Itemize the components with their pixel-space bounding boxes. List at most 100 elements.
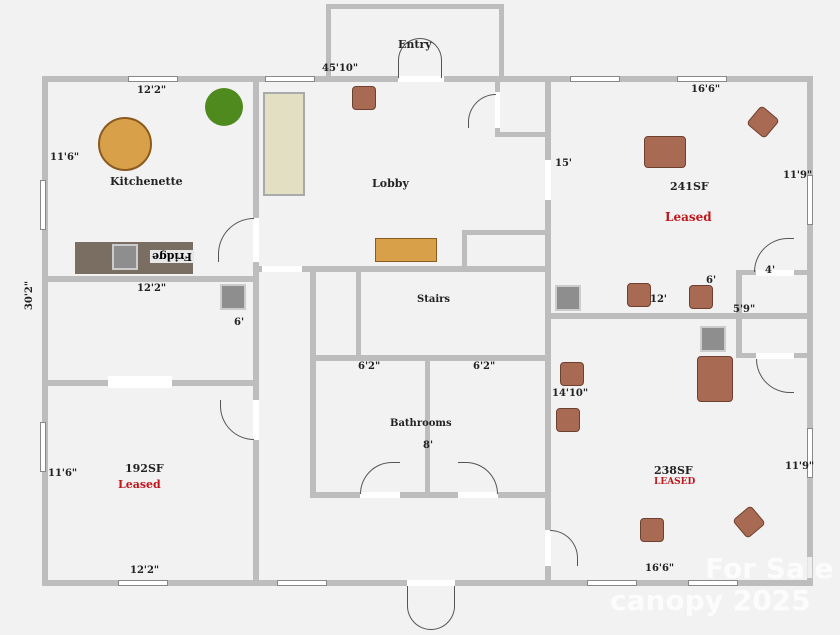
- bathrooms-label: Bathrooms: [390, 418, 452, 429]
- dimension-label: 11'9": [783, 170, 813, 181]
- window: [40, 422, 46, 472]
- bath-door-swing: [360, 462, 400, 494]
- bottom-left-door[interactable]: [253, 400, 259, 440]
- bottom-right-closet-door[interactable]: [756, 353, 794, 359]
- entry-door[interactable]: [398, 76, 444, 82]
- dimension-label: 12'2": [130, 565, 160, 576]
- top-right-door[interactable]: [545, 160, 551, 200]
- sink-icon: [700, 326, 726, 352]
- dimension-label: 6': [706, 275, 717, 286]
- window: [265, 76, 315, 82]
- wall: [253, 76, 259, 586]
- chair-icon: [746, 105, 780, 139]
- dimension-label: 30'2": [24, 280, 36, 311]
- dimension-label: 5'9": [733, 304, 756, 315]
- leased-badge: LEASED: [654, 477, 696, 487]
- lobby-label: Lobby: [372, 177, 409, 190]
- plant-icon: [205, 88, 243, 126]
- chair-icon: [732, 505, 766, 539]
- dimension-label: 8': [423, 440, 434, 451]
- chair-icon: [689, 285, 713, 309]
- chair-icon: [352, 86, 376, 110]
- window: [688, 580, 738, 586]
- bath-door-left[interactable]: [360, 492, 400, 498]
- kitchenette-label: Kitchenette: [110, 175, 183, 188]
- leased-badge: Leased: [118, 478, 161, 491]
- wall: [42, 76, 48, 586]
- dimension-label: 6'2": [473, 361, 496, 372]
- closet-door-swing: [468, 94, 496, 128]
- kitchen-door[interactable]: [253, 218, 259, 262]
- dimension-label: 11'6": [48, 468, 78, 479]
- chair-icon: [640, 518, 664, 542]
- dining-table-icon: [98, 117, 152, 171]
- bottom-right-door[interactable]: [545, 530, 551, 566]
- wall: [807, 76, 813, 586]
- middle-passage[interactable]: [108, 376, 172, 388]
- dimension-label: 16'6": [645, 563, 675, 574]
- leased-badge: Leased: [665, 210, 712, 224]
- stairs-label: Stairs: [417, 294, 451, 305]
- wall: [356, 266, 361, 358]
- dimension-label: 11'6": [50, 152, 80, 163]
- dimension-label: 12'2": [137, 283, 167, 294]
- closet-swing: [756, 359, 794, 393]
- dimension-label: 15': [555, 158, 572, 169]
- dimension-label: 12'2": [137, 85, 167, 96]
- wall: [425, 358, 430, 496]
- entry-label: Entry: [398, 38, 432, 51]
- sink-icon: [220, 284, 246, 310]
- wall: [495, 132, 548, 137]
- dimension-label: 6'2": [358, 361, 381, 372]
- bath-door-right[interactable]: [458, 492, 498, 498]
- dimension-label: 14'10": [552, 388, 589, 399]
- fridge-label: Fridge: [150, 250, 194, 263]
- area-label: 192SF: [125, 462, 164, 475]
- wall: [255, 266, 548, 272]
- chair-icon: [627, 283, 651, 307]
- wall: [545, 76, 551, 586]
- wall: [462, 230, 467, 270]
- salon-chair-icon: [697, 356, 733, 402]
- dimension-label: 45'10": [322, 63, 359, 74]
- dimension-label: 6': [234, 317, 245, 328]
- window: [128, 76, 178, 82]
- front-door-swing: [407, 586, 455, 630]
- closet-door[interactable]: [495, 92, 500, 128]
- chair-icon: [560, 362, 584, 386]
- window: [587, 580, 637, 586]
- dimension-label: 4': [765, 265, 776, 276]
- dimension-label: 16'6": [691, 84, 721, 95]
- window: [677, 76, 727, 82]
- wall: [462, 230, 548, 235]
- bottom-right-door-swing: [550, 530, 578, 566]
- top-right-closet-door[interactable]: [756, 270, 794, 276]
- armchair-icon: [644, 136, 686, 168]
- dimension-label: 11'9": [785, 461, 815, 472]
- window: [118, 580, 168, 586]
- area-label: 238SF: [654, 464, 693, 477]
- kitchen-door-swing: [218, 218, 254, 262]
- watermark-for-sale: For Sale: [705, 552, 834, 585]
- window: [40, 180, 46, 230]
- sofa-icon: [263, 92, 305, 196]
- bath-door-swing: [458, 462, 498, 494]
- chair-icon: [556, 408, 580, 432]
- kitchen-sink-icon: [112, 244, 138, 270]
- watermark-canopy: canopy 2025: [610, 584, 811, 617]
- wall: [326, 4, 331, 80]
- wall: [736, 270, 742, 358]
- window: [570, 76, 620, 82]
- front-door[interactable]: [407, 580, 455, 586]
- wall: [548, 313, 810, 319]
- entry-door-swing: [398, 38, 442, 78]
- lobby-door[interactable]: [262, 266, 302, 272]
- area-label: 241SF: [670, 180, 709, 193]
- dimension-label: 12': [650, 294, 667, 305]
- wall: [42, 276, 258, 282]
- window: [807, 175, 813, 225]
- reception-desk-icon: [375, 238, 437, 262]
- wall: [310, 266, 316, 498]
- window: [277, 580, 327, 586]
